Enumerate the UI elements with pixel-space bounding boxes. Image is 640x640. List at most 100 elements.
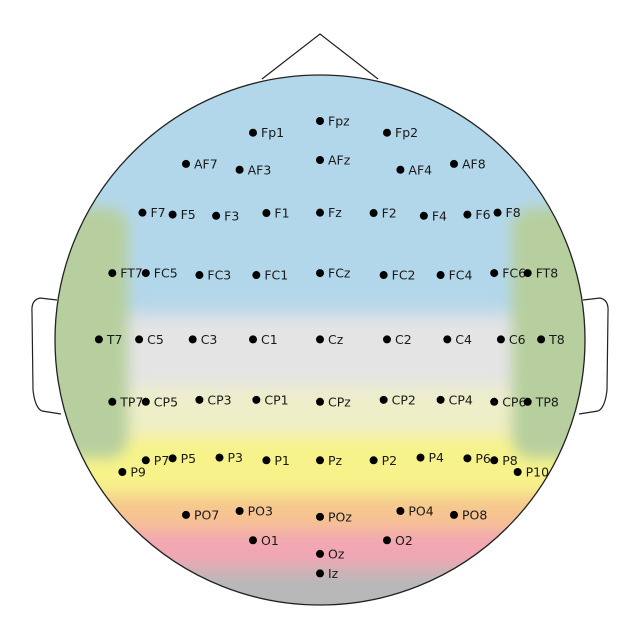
parietal-region <box>55 435 585 495</box>
electrode-label-o2: O2 <box>395 533 413 548</box>
electrode-c3: C3 <box>188 332 218 347</box>
electrode-dot-cp6 <box>490 397 499 406</box>
electrode-dot-po8 <box>450 510 458 519</box>
electrode-label-fpz: Fpz <box>328 114 350 129</box>
electrode-dot-c6 <box>496 335 505 344</box>
electrode-label-f4: F4 <box>432 208 447 223</box>
electrode-p7: P7 <box>141 453 170 468</box>
electrode-dot-cpz <box>316 397 324 406</box>
electrode-label-cpz: CPz <box>328 394 351 409</box>
electrode-label-fc2: FC2 <box>392 268 416 283</box>
electrode-cp1: CP1 <box>252 392 289 407</box>
electrode-label-fc5: FC5 <box>154 266 178 281</box>
electrode-po7: PO7 <box>182 507 219 522</box>
electrode-label-ft7: FT7 <box>120 266 143 281</box>
parietal-upper-region <box>55 387 585 435</box>
electrode-p9: P9 <box>118 465 146 480</box>
electrode-label-cp5: CP5 <box>154 394 178 409</box>
left-ear-outline <box>31 297 62 415</box>
electrode-dot-o2 <box>383 536 391 545</box>
electrode-label-p2: P2 <box>382 453 398 468</box>
electrode-f6: F6 <box>463 207 491 222</box>
electrode-cp2: CP2 <box>379 392 416 407</box>
electrode-dot-cz <box>316 335 324 344</box>
electrode-c1: C1 <box>249 332 278 347</box>
electrode-p6: P6 <box>463 451 491 466</box>
electrode-dot-cp4 <box>436 395 445 404</box>
electrode-label-af4: AF4 <box>408 162 432 177</box>
electrode-f3: F3 <box>212 208 239 223</box>
electrode-dot-f3 <box>212 211 221 220</box>
electrode-f8: F8 <box>493 205 521 220</box>
electrode-label-p7: P7 <box>154 453 170 468</box>
electrode-dot-c5 <box>135 335 144 344</box>
electrode-label-c5: C5 <box>147 332 164 347</box>
electrode-f7: F7 <box>138 205 166 220</box>
electrode-label-p10: P10 <box>526 465 549 480</box>
electrode-dot-cp1 <box>252 395 261 404</box>
electrode-f2: F2 <box>369 206 397 221</box>
electrode-fpz: Fpz <box>316 114 350 129</box>
electrode-label-f3: F3 <box>224 208 239 223</box>
electrode-label-fc6: FC6 <box>502 266 526 281</box>
electrode-t7: T7 <box>94 332 123 347</box>
electrode-dot-p8 <box>490 456 499 465</box>
electrode-dot-f4 <box>419 211 428 220</box>
electrode-af7: AF7 <box>182 156 218 171</box>
electrode-tp8: TP8 <box>523 394 559 409</box>
electrode-fc3: FC3 <box>195 268 231 283</box>
electrode-fc6: FC6 <box>490 266 526 281</box>
electrode-dot-fc1 <box>252 271 261 280</box>
electrode-p10: P10 <box>513 465 549 480</box>
electrode-dot-iz <box>316 569 324 578</box>
electrode-label-c3: C3 <box>201 332 218 347</box>
electrode-label-o1: O1 <box>261 533 279 548</box>
electrode-label-af7: AF7 <box>194 156 218 171</box>
electrode-label-po8: PO8 <box>462 507 487 522</box>
electrode-label-tp7: TP7 <box>119 394 143 409</box>
electrode-dot-fc5 <box>141 269 150 278</box>
electrode-dot-af3 <box>235 165 244 174</box>
electrode-poz: POz <box>316 509 352 524</box>
electrode-label-p1: P1 <box>274 453 290 468</box>
electrode-cp6: CP6 <box>490 394 526 409</box>
electrode-af4: AF4 <box>396 162 432 177</box>
electrode-f4: F4 <box>419 208 447 223</box>
electrode-c2: C2 <box>383 332 412 347</box>
electrode-t8: T8 <box>537 332 565 347</box>
electrode-label-fc4: FC4 <box>449 268 473 283</box>
electrode-label-iz: Iz <box>328 566 339 581</box>
electrode-cp4: CP4 <box>436 392 473 407</box>
electrode-dot-p9 <box>118 468 127 476</box>
electrode-label-po4: PO4 <box>408 504 433 519</box>
electrode-fc1: FC1 <box>252 268 288 283</box>
electrode-label-fp2: Fp2 <box>395 125 418 140</box>
electrode-fcz: FCz <box>316 266 351 281</box>
electrode-label-p6: P6 <box>475 451 491 466</box>
electrode-label-f2: F2 <box>382 206 397 221</box>
electrode-dot-oz <box>316 549 324 558</box>
electrode-dot-p10 <box>513 468 522 476</box>
electrode-dot-fc3 <box>195 271 204 280</box>
electrode-cz: Cz <box>316 332 344 347</box>
electrode-label-poz: POz <box>328 509 352 524</box>
electrode-label-p5: P5 <box>181 451 197 466</box>
electrode-c4: C4 <box>443 332 472 347</box>
electrode-label-t7: T7 <box>106 332 123 347</box>
head-outline <box>54 74 586 606</box>
nose-outline <box>261 33 379 80</box>
electrode-dot-p7 <box>141 456 150 465</box>
electrode-af8: AF8 <box>450 156 486 171</box>
electrode-afz: AFz <box>316 153 351 168</box>
electrode-label-fc1: FC1 <box>264 268 288 283</box>
electrode-dot-p3 <box>215 453 224 462</box>
electrode-label-p3: P3 <box>228 450 244 465</box>
electrode-label-afz: AFz <box>328 153 351 168</box>
electrode-dot-fp1 <box>249 128 257 137</box>
electrode-dot-c1 <box>249 335 257 344</box>
electrode-po8: PO8 <box>450 507 487 522</box>
electrode-label-p4: P4 <box>429 450 445 465</box>
electrode-label-ft8: FT8 <box>536 266 559 281</box>
